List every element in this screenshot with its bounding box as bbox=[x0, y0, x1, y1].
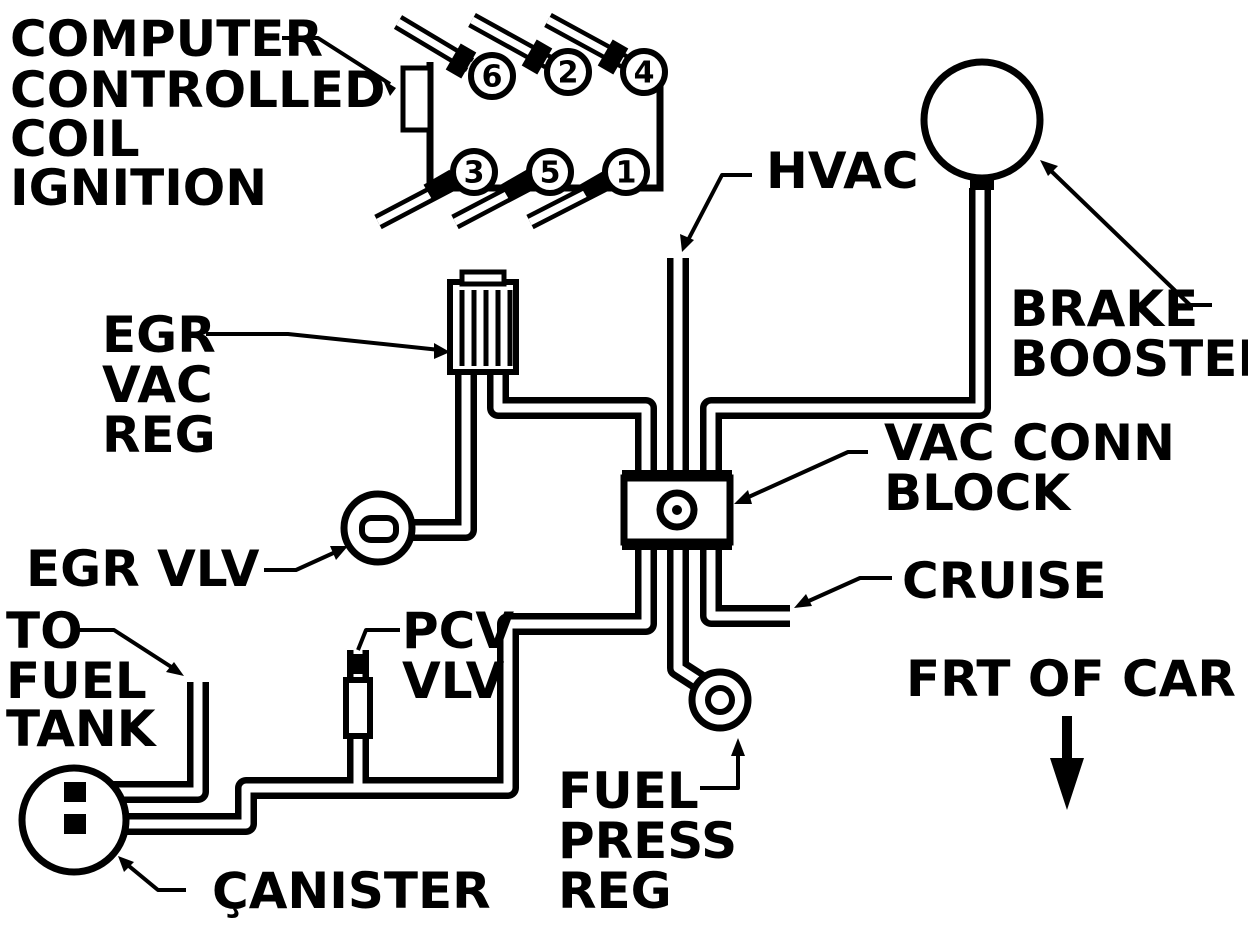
vac-conn-block-line-2: BLOCK bbox=[884, 464, 1072, 522]
label-hvac: HVAC bbox=[766, 142, 919, 200]
egr-vac-reg-line-2: VAC bbox=[102, 356, 213, 414]
ignition-label-line-1: COMPUTER bbox=[10, 10, 323, 68]
fuel-press-reg-line-3: REG bbox=[558, 862, 672, 920]
brake-booster-line-1: BRAKE bbox=[1010, 280, 1198, 338]
label-egr-vlv: EGR VLV bbox=[26, 540, 260, 598]
pcv-vlv-line-2: VLV bbox=[402, 652, 505, 710]
label-fuel-press-reg: FUEL PRESS REG bbox=[558, 762, 737, 920]
label-to-fuel-tank: TO FUEL TANK bbox=[6, 602, 158, 758]
egr-vac-reg-line-3: REG bbox=[102, 406, 216, 464]
coil-number-4: 4 bbox=[634, 56, 655, 91]
coil-number-5: 5 bbox=[540, 156, 561, 191]
pcv-valve-component bbox=[343, 654, 373, 739]
label-computer-controlled-coil-ignition: COMPUTER CONTROLLED COIL IGNITION bbox=[10, 10, 386, 217]
label-brake-booster: BRAKE BOOSTER bbox=[1010, 280, 1248, 388]
coil-number-2: 2 bbox=[558, 56, 579, 91]
fuel-press-reg-line-1: FUEL bbox=[558, 762, 699, 820]
vacuum-hoses bbox=[80, 188, 991, 835]
canister-component bbox=[18, 764, 130, 876]
to-fuel-tank-line-3: TANK bbox=[6, 700, 158, 758]
ignition-label-line-3: COIL bbox=[10, 110, 140, 168]
coil-number-3: 3 bbox=[464, 156, 485, 191]
ignition-leader-line bbox=[282, 36, 392, 86]
arrow-down-icon bbox=[1050, 716, 1084, 810]
label-canister: ÇANISTER bbox=[212, 862, 491, 920]
coil-number-1: 1 bbox=[616, 156, 637, 191]
vac-conn-block-line-1: VAC CONN bbox=[884, 414, 1175, 472]
label-pcv-vlv: PCV VLV bbox=[402, 602, 514, 710]
ignition-label-line-4: IGNITION bbox=[10, 159, 267, 217]
fuel-press-reg-line-2: PRESS bbox=[558, 812, 737, 870]
brake-booster-line-2: BOOSTER bbox=[1010, 330, 1248, 388]
vac-conn-block-component bbox=[620, 470, 734, 550]
to-fuel-tank-line-1: TO bbox=[6, 602, 83, 660]
ignition-label-line-2: CONTROLLED bbox=[10, 61, 386, 119]
brake-booster-component bbox=[920, 58, 1044, 190]
fuel-press-reg-component bbox=[688, 668, 752, 732]
label-frt-of-car: FRT OF CAR bbox=[906, 650, 1236, 708]
pcv-vlv-line-1: PCV bbox=[402, 602, 514, 660]
label-cruise: CRUISE bbox=[902, 552, 1107, 610]
coil-number-6: 6 bbox=[482, 60, 503, 95]
label-vac-conn-block: VAC CONN BLOCK bbox=[884, 414, 1175, 522]
coil-ignition-pack: 6 2 4 3 5 1 bbox=[374, 12, 668, 230]
egr-valve-component bbox=[340, 490, 416, 566]
to-fuel-tank-line-2: FUEL bbox=[6, 652, 147, 710]
egr-vac-reg-line-1: EGR bbox=[102, 306, 216, 364]
label-egr-vac-reg: EGR VAC REG bbox=[102, 306, 216, 464]
egr-vac-reg-component bbox=[447, 269, 519, 375]
